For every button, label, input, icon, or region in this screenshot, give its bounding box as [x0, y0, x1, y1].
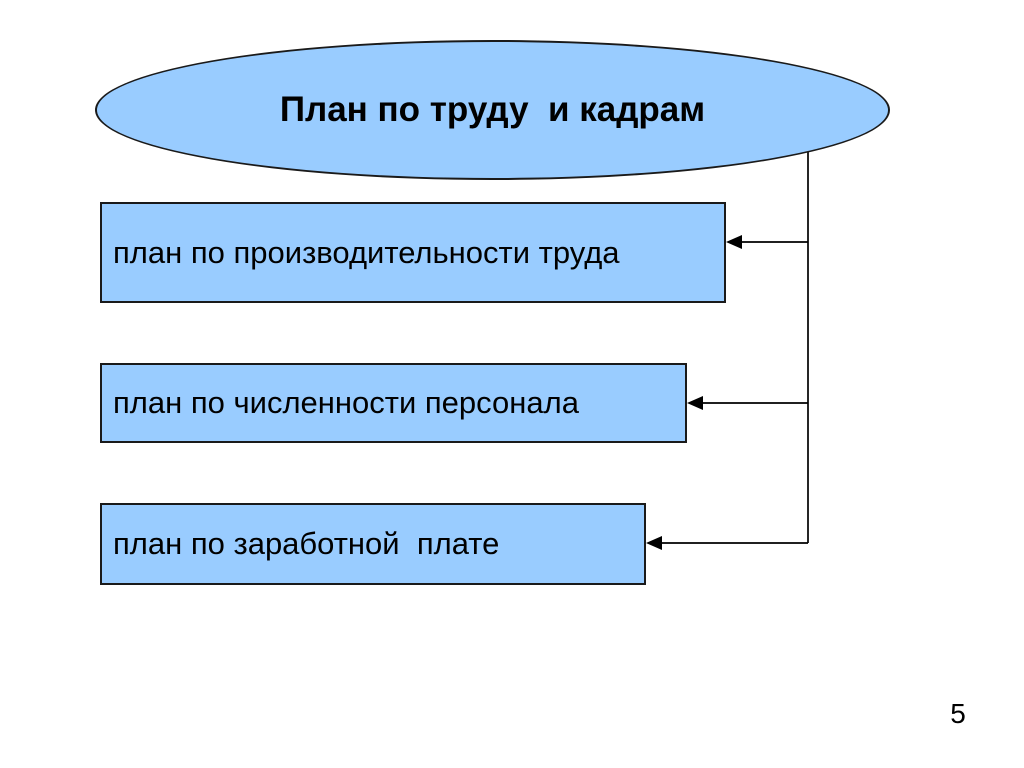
title-ellipse-label: План по труду и кадрам: [279, 90, 706, 129]
node-personnel-headcount-plan: план по численности персонала: [100, 363, 687, 443]
connector-arrow-1-head: [726, 235, 742, 249]
node-label: план по производительности труда: [113, 234, 620, 270]
page-number: 5: [950, 698, 966, 729]
connector-arrow-2-head: [687, 396, 703, 410]
title-ellipse-node: План по труду и кадрам: [95, 40, 890, 180]
node-label: план по численности персонала: [113, 385, 579, 420]
node-label: план по заработной плате: [113, 526, 500, 561]
node-labor-productivity-plan: план по производительности труда: [100, 202, 726, 303]
connector-arrow-3-head: [646, 536, 662, 550]
node-wages-plan: план по заработной плате: [100, 503, 646, 585]
